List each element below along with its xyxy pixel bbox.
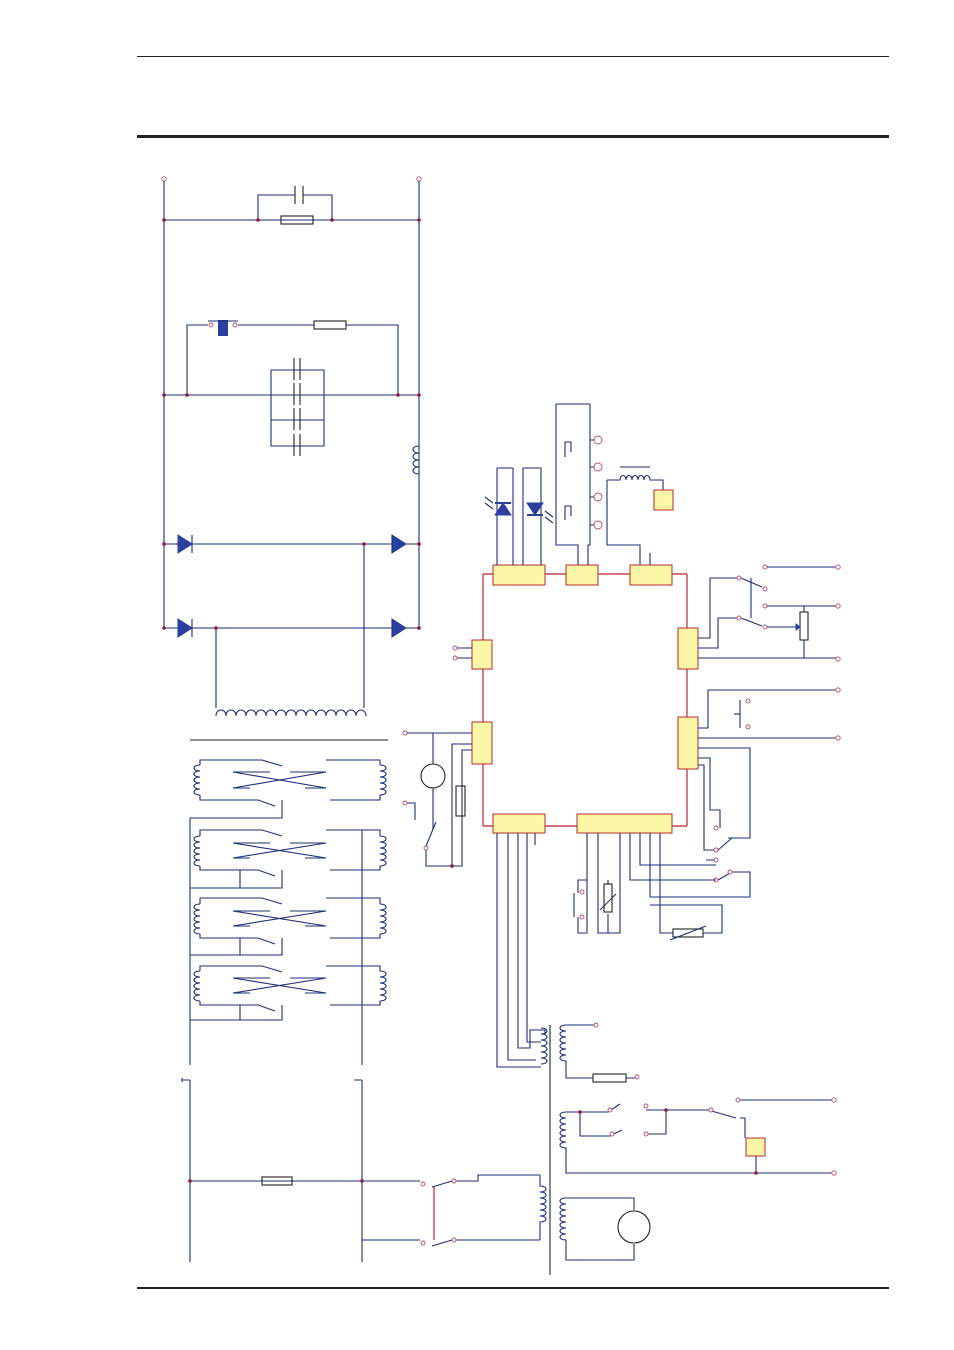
- fan-resistor: [456, 786, 465, 816]
- connector-coil: [630, 565, 672, 585]
- connector-right-2: [678, 717, 698, 769]
- series-resistor: [314, 321, 346, 329]
- connector-bottom-2: [577, 814, 672, 833]
- contactor-coil: [540, 1175, 546, 1240]
- trim-resistor: [604, 884, 612, 912]
- output-section: [541, 1023, 836, 1275]
- pressure-switches: [556, 404, 602, 565]
- choke-inductor: [413, 446, 419, 474]
- fan-motor: [421, 764, 445, 788]
- connector-left-1: [472, 640, 492, 669]
- bridge-rectifier: [162, 535, 421, 708]
- output-relay: [746, 1138, 765, 1156]
- control-bus: [483, 574, 687, 826]
- thermal-sensor: [654, 490, 673, 510]
- supply-terminal-left: [162, 177, 166, 181]
- pump-motor: [618, 1211, 650, 1243]
- capacitor-bank: [271, 358, 324, 456]
- tap-switch-bank: [182, 760, 546, 1262]
- pushbutton-contact: [698, 688, 840, 740]
- bottom-controls: [574, 833, 722, 940]
- power-supply-section: [162, 177, 421, 740]
- connector-bottom-1: [493, 814, 545, 833]
- connector-left-2: [472, 722, 492, 764]
- selector-switch: [698, 565, 840, 661]
- connector-switch: [566, 565, 598, 585]
- snubber-capacitor: [295, 186, 303, 204]
- led-indicators: [485, 468, 553, 565]
- connector-led: [493, 565, 545, 585]
- relay-coil-top: [607, 467, 673, 565]
- control-module: [403, 404, 840, 1067]
- potentiometer: [800, 612, 808, 640]
- output-resistor: [593, 1074, 626, 1082]
- supply-terminal-right: [417, 177, 421, 181]
- connector-right-1: [678, 628, 698, 669]
- relay-contact-block: [218, 320, 228, 336]
- secondary-winding: [216, 710, 366, 716]
